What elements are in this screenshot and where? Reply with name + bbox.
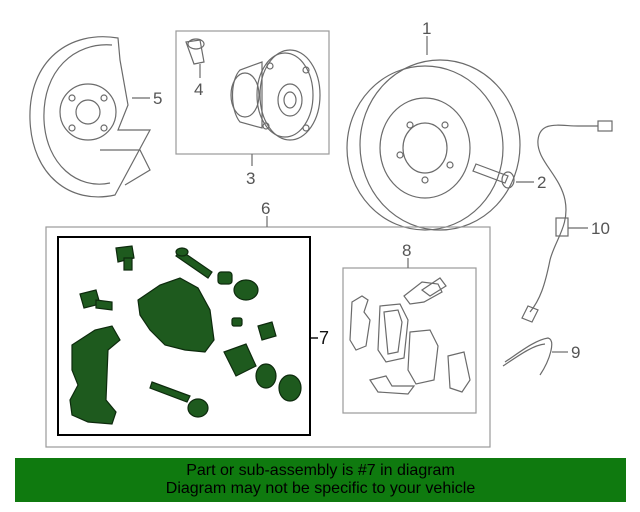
callout-1: 1 bbox=[422, 19, 431, 38]
callout-7: 7 bbox=[319, 328, 329, 348]
callout-6: 6 bbox=[261, 199, 270, 218]
brake-pads-box bbox=[342, 267, 477, 414]
caliper-illustration bbox=[69, 245, 302, 425]
caliper-assembly-box bbox=[45, 226, 491, 448]
hub-bearing-illustration bbox=[185, 38, 321, 141]
caliper-sub-assembly-box bbox=[57, 236, 311, 436]
bolt-illustration bbox=[472, 163, 515, 189]
callout-4: 4 bbox=[194, 80, 203, 99]
info-banner: Part or sub-assembly is #7 in diagram Di… bbox=[15, 458, 626, 502]
banner-line-1: Part or sub-assembly is #7 in diagram bbox=[186, 462, 455, 479]
callout-2: 2 bbox=[537, 173, 546, 192]
callout-9: 9 bbox=[571, 343, 580, 362]
brake-pads-illustration bbox=[349, 277, 471, 395]
brake-rotor-illustration bbox=[346, 59, 521, 231]
abs-sensor-illustration bbox=[521, 120, 613, 323]
callout-5: 5 bbox=[153, 89, 162, 108]
callout-3: 3 bbox=[246, 169, 255, 188]
callout-8: 8 bbox=[402, 241, 411, 260]
spring-wire-illustration bbox=[502, 337, 553, 376]
banner-line-2: Diagram may not be specific to your vehi… bbox=[165, 480, 476, 497]
callout-10: 10 bbox=[591, 219, 610, 238]
dust-shield-illustration bbox=[29, 36, 152, 198]
